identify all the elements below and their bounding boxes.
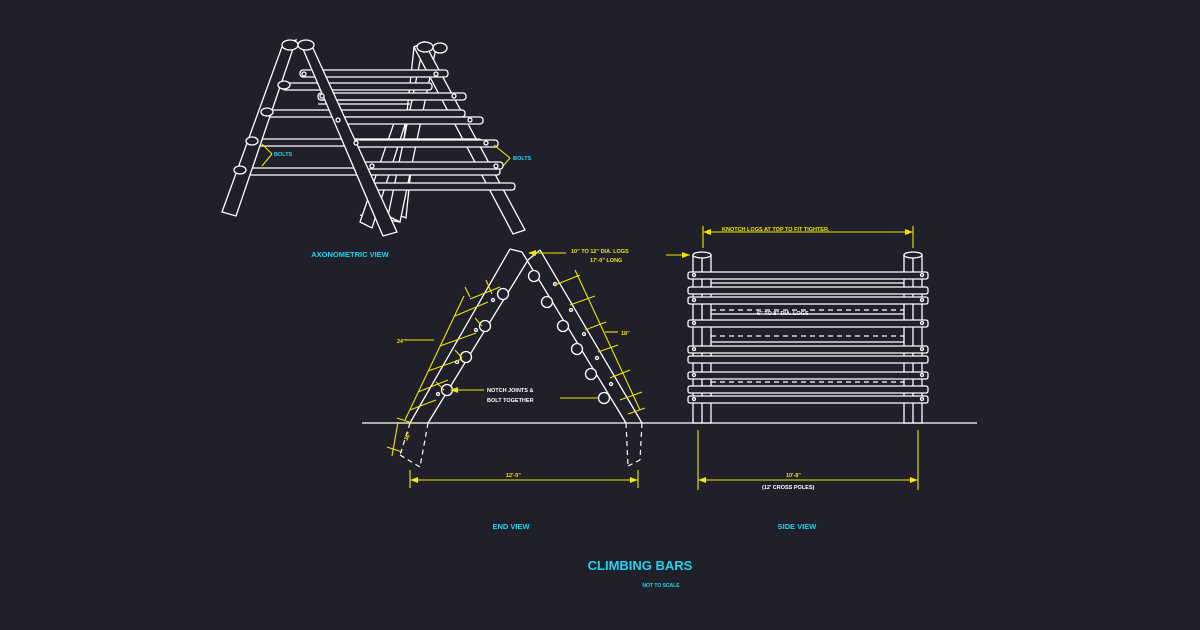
side-cross-logs bbox=[687, 271, 929, 404]
embed-depth-label: 36" bbox=[404, 431, 414, 442]
cross-poles-label: (12' CROSS POLES) bbox=[762, 485, 815, 491]
log-dia-label: 10" TO 12" DIA. LOGS bbox=[571, 249, 629, 255]
side-view-title: SIDE VIEW bbox=[778, 522, 818, 531]
axo-bolt-leaders bbox=[261, 143, 511, 167]
side-view: KNOTCH LOGS AT TOP TO FIT TIGHTER. 6" TO… bbox=[666, 226, 929, 531]
axo-front-legs bbox=[221, 39, 398, 237]
notch-label-line1: NOTCH JOINTS & bbox=[487, 388, 533, 394]
knotch-dimension bbox=[666, 226, 914, 258]
spacing-left-label: 24" bbox=[397, 339, 406, 345]
axonometric-view-title: AXONOMETRIC VIEW bbox=[311, 250, 389, 259]
axo-bolts bbox=[301, 71, 499, 169]
end-width-label: 12'-0" bbox=[506, 473, 521, 479]
side-width-dimension bbox=[697, 430, 919, 490]
scale-note: NOT TO SCALE bbox=[642, 583, 680, 589]
end-cross-pole-ends bbox=[435, 269, 614, 405]
drawing-title: CLIMBING BARS bbox=[588, 558, 693, 573]
log-length-label: 17'-0" LONG bbox=[590, 258, 622, 264]
end-right-leg bbox=[509, 248, 643, 467]
end-view: 10" TO 12" DIA. LOGS 17'-0" LONG 24" 18"… bbox=[362, 248, 977, 531]
axo-bolts-label-left: BOLTS bbox=[274, 152, 293, 158]
end-width-dimension bbox=[409, 470, 639, 488]
end-view-title: END VIEW bbox=[492, 522, 530, 531]
end-left-spacing-dims bbox=[386, 279, 501, 457]
axonometric-view: BOLTS BOLTS AXONOMETRIC VIEW bbox=[221, 39, 532, 259]
notch-label-line2: BOLT TOGETHER bbox=[487, 398, 534, 404]
end-right-spacing-dims bbox=[528, 250, 646, 415]
spacing-right-label: 18" bbox=[621, 331, 630, 337]
notch-leader-arrow bbox=[450, 387, 458, 393]
side-width-label: 10'-8" bbox=[786, 473, 801, 479]
side-bolts bbox=[691, 272, 925, 402]
axo-bolts-label-right: BOLTS bbox=[513, 156, 532, 162]
cross-log-dia-label: 6" TO 8" DIA. LOGS bbox=[757, 311, 809, 317]
knotch-note: KNOTCH LOGS AT TOP TO FIT TIGHTER. bbox=[722, 227, 830, 233]
end-left-leg bbox=[399, 248, 529, 468]
